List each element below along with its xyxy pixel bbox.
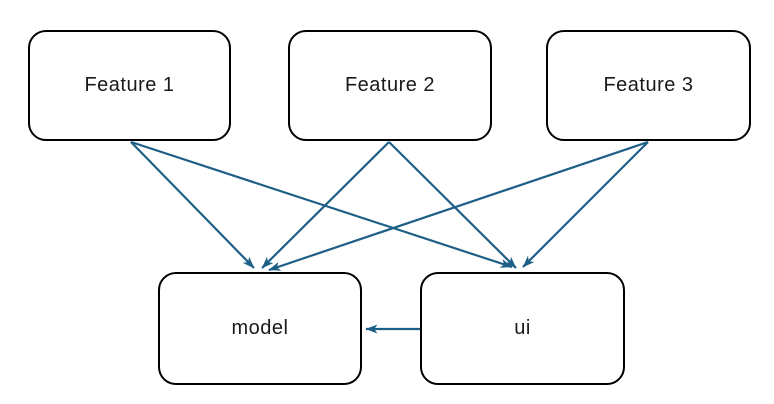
node-feature-1: Feature 1 bbox=[28, 30, 231, 141]
node-model: model bbox=[158, 272, 362, 385]
node-ui: ui bbox=[420, 272, 625, 385]
node-feature-1-label: Feature 1 bbox=[84, 74, 175, 96]
arrow-feature1-to-model bbox=[130, 141, 255, 269]
arrow-feature3-to-model bbox=[268, 140, 649, 272]
arrow-feature2-to-ui bbox=[388, 141, 517, 269]
arrow-feature3-to-ui bbox=[522, 141, 649, 268]
node-ui-label: ui bbox=[514, 317, 531, 339]
arrow-feature2-to-model bbox=[261, 141, 390, 269]
node-model-label: model bbox=[231, 317, 289, 339]
node-feature-2-label: Feature 2 bbox=[344, 74, 436, 96]
node-feature-2: Feature 2 bbox=[288, 30, 492, 141]
arrow-feature1-to-ui bbox=[130, 140, 513, 269]
node-feature-3: Feature 3 bbox=[546, 30, 751, 141]
node-feature-3-label: Feature 3 bbox=[603, 74, 694, 96]
